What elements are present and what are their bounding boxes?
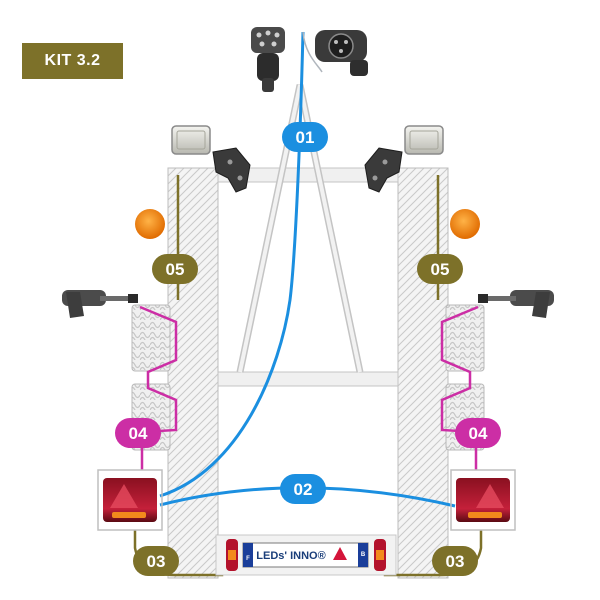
rear-lamp-right-icon <box>450 469 516 531</box>
badge-04-right: 04 <box>455 418 501 448</box>
right-frame-rail <box>397 167 449 579</box>
badge-02-label: 02 <box>294 480 313 499</box>
plug-connector-icon <box>251 27 285 92</box>
badge-04-left: 04 <box>115 418 161 448</box>
badge-01: 01 <box>282 122 328 152</box>
badge-03-right-label: 03 <box>446 552 465 571</box>
trailer-frame <box>131 84 485 579</box>
bracket-left-icon <box>212 147 251 193</box>
warning-triangle-icon <box>333 547 347 560</box>
bracket-right-icon <box>364 147 403 193</box>
rear-crossbar <box>217 371 399 387</box>
right-wheel-front <box>445 304 485 372</box>
front-crossbar <box>217 167 399 183</box>
badge-03-right: 03 <box>432 546 478 576</box>
left-frame-rail <box>167 167 219 579</box>
left-wheel-front <box>131 304 171 372</box>
badge-03-left-label: 03 <box>147 552 166 571</box>
badge-05-right-label: 05 <box>431 260 450 279</box>
side-marker-right-icon <box>478 290 554 318</box>
plate-badge-left: F <box>246 556 250 562</box>
badge-03-left: 03 <box>133 546 179 576</box>
socket-connector-icon <box>315 30 368 76</box>
badge-02: 02 <box>280 474 326 504</box>
side-reflector-right-icon <box>450 209 480 239</box>
license-plate: F B LEDs' INNO® <box>215 534 397 576</box>
plate-badge-right: B <box>361 552 366 558</box>
badge-01-label: 01 <box>296 128 315 147</box>
side-reflector-left-icon <box>135 209 165 239</box>
front-position-lamp-right-icon <box>404 125 444 155</box>
rear-lamp-left-icon <box>97 469 163 531</box>
kit-badge: KIT 3.2 <box>22 43 123 79</box>
front-position-lamp-left-icon <box>171 125 211 155</box>
plate-text: LEDs' INNO® <box>256 550 325 562</box>
badge-05-left-label: 05 <box>166 260 185 279</box>
side-marker-left-icon <box>62 290 138 318</box>
badge-05-right: 05 <box>417 254 463 284</box>
badge-04-right-label: 04 <box>469 424 488 443</box>
badge-05-left: 05 <box>152 254 198 284</box>
kit-label: KIT 3.2 <box>44 52 101 69</box>
badge-04-left-label: 04 <box>129 424 148 443</box>
